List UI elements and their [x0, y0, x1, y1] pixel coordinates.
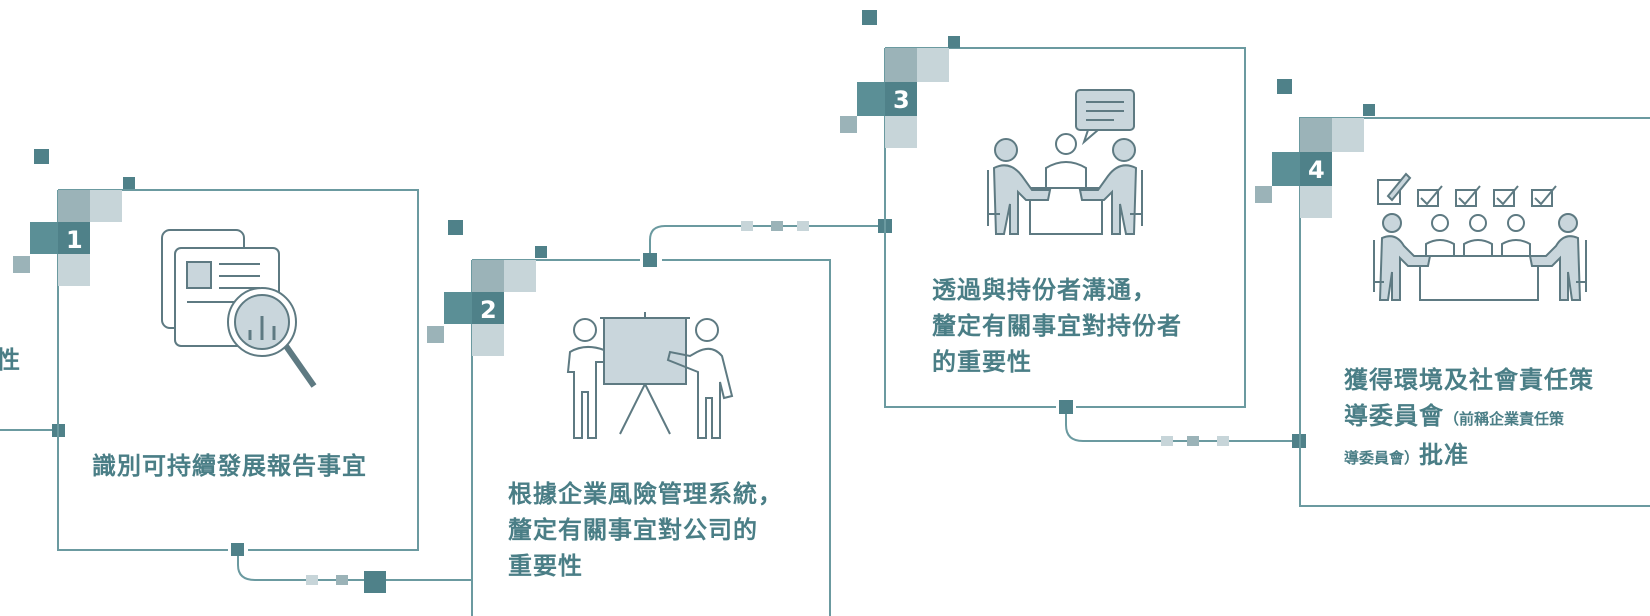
step-4-line-2-note: （前稱企業責任策: [1444, 410, 1565, 428]
report-search-icon: [161, 229, 317, 388]
step-2-line-3: 重要性: [508, 552, 583, 580]
step-1-box: [57, 189, 419, 551]
step-4-line-3-main: 批准: [1419, 441, 1470, 469]
presentation-icon: [566, 312, 734, 439]
step-2-line-1: 根據企業風險管理系統，: [508, 480, 783, 508]
left-edge-fragment: 性: [0, 346, 21, 374]
step-3-line-3: 的重要性: [932, 348, 1032, 376]
step-3-badge: 3: [840, 10, 960, 148]
step-4-line-2: 導委員會（前稱企業責任策: [1344, 398, 1594, 437]
connector-2-3: [643, 219, 892, 267]
meeting-chat-icon: [987, 89, 1143, 235]
step-4-line-3: 導委員會）批准: [1344, 437, 1594, 476]
step-2-badge: 2: [427, 220, 547, 356]
step-3-number: 3: [893, 86, 910, 114]
step-3-text: 透過與持份者溝通， 釐定有關事宜對持份者 的重要性: [932, 272, 1182, 380]
step-1-text: 識別可持續發展報告事宜: [92, 452, 367, 480]
step-1-number: 1: [66, 226, 83, 254]
step-3-line-2: 釐定有關事宜對持份者: [932, 312, 1182, 340]
step-4-line-1: 獲得環境及社會責任策: [1344, 366, 1594, 394]
step-4-badge: 4: [1255, 79, 1375, 218]
step-3-box: [884, 47, 1246, 408]
step-2-number: 2: [480, 296, 497, 324]
step-3-line-1: 透過與持份者溝通，: [932, 276, 1157, 304]
connector-3-4: [1059, 400, 1306, 448]
step-4-line-2-main: 導委員會: [1344, 402, 1444, 430]
step-2-text: 根據企業風險管理系統， 釐定有關事宜對公司的 重要性: [508, 476, 783, 584]
step-4-box: [1299, 117, 1650, 507]
step-2-line-2: 釐定有關事宜對公司的: [508, 516, 758, 544]
committee-approval-icon: [1373, 172, 1587, 301]
step-4-line-3-note: 導委員會）: [1344, 449, 1420, 467]
connector-1-2: [231, 543, 472, 593]
step-4-number: 4: [1308, 156, 1325, 184]
step-4-text: 獲得環境及社會責任策 導委員會（前稱企業責任策 導委員會）批准: [1344, 362, 1594, 476]
step-1-badge: 1: [13, 149, 135, 286]
